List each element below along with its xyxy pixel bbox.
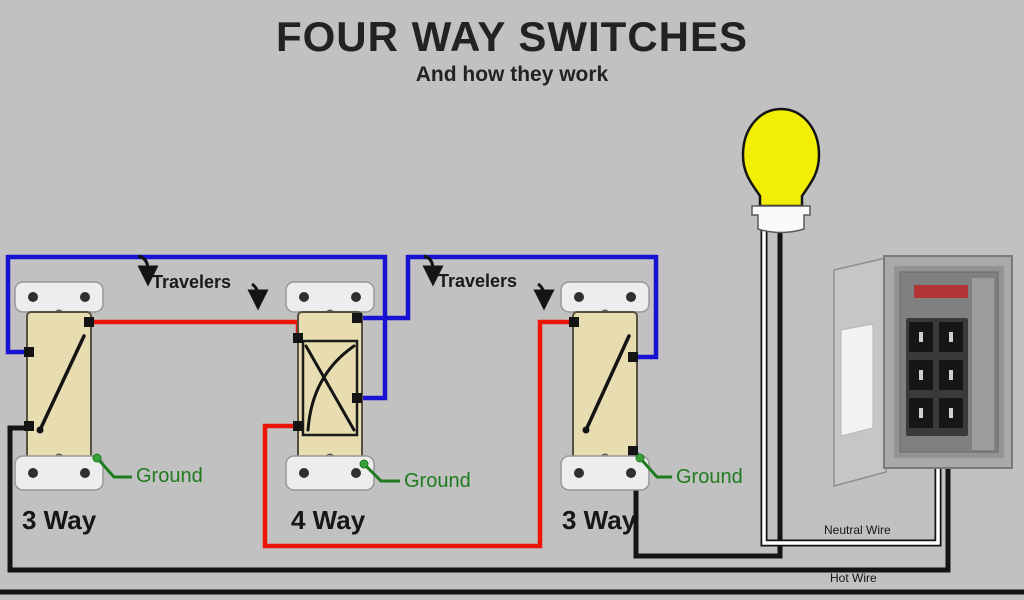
terminal-common	[84, 317, 94, 327]
switch-4way-middle	[285, 281, 375, 491]
breaker-toggle	[949, 332, 953, 342]
travelers-label-right: Travelers	[438, 271, 518, 291]
travelers-arrow	[137, 254, 159, 287]
traveler-wire-red-right	[262, 319, 572, 549]
switch-3way-left	[14, 281, 104, 491]
terminal-traveler	[569, 317, 579, 327]
hot-wire-path	[7, 425, 951, 573]
plate-screw	[28, 292, 38, 302]
panel-main-label	[914, 285, 968, 298]
traveler-wire-blue-right	[360, 254, 659, 360]
light-bulb	[741, 107, 821, 234]
plate-screw	[626, 468, 636, 478]
plate-screw	[28, 468, 38, 478]
switch-label-3way-left: 3 Way	[22, 505, 97, 535]
travelers-arrow	[422, 254, 444, 287]
switch-to-bulb-wire	[633, 228, 783, 559]
ground-label-right: Ground	[676, 466, 743, 488]
terminal-traveler	[24, 347, 34, 357]
bulb-glass	[741, 107, 821, 208]
hot-wire-label: Hot Wire	[830, 571, 877, 585]
switch-toggle-line	[38, 334, 86, 432]
switch-toggle-line	[584, 334, 631, 432]
breaker-toggle	[919, 332, 923, 342]
plate-screw	[299, 292, 309, 302]
diagram-title: FOUR WAY SWITCHES	[275, 13, 749, 60]
mounting-plate-bottom	[14, 455, 104, 491]
ground-lead-left	[95, 456, 132, 479]
travelers-arrow	[247, 282, 269, 311]
plate-screw	[574, 292, 584, 302]
breaker-toggle	[949, 370, 953, 380]
plate-screw	[351, 292, 361, 302]
plate-screw	[626, 292, 636, 302]
plate-screw	[80, 468, 90, 478]
bulb-base	[751, 205, 811, 234]
travelers-arrow	[533, 282, 555, 311]
terminal-traveler	[352, 393, 362, 403]
terminal-traveler	[352, 313, 362, 323]
ground-label-middle: Ground	[404, 470, 471, 492]
breaker-toggle	[919, 370, 923, 380]
panel-door-label-paper	[840, 323, 874, 437]
switch-3way-right	[560, 281, 650, 491]
ground-label-left: Ground	[136, 465, 203, 487]
switch-inner-box	[301, 339, 359, 437]
breaker-toggle	[919, 408, 923, 418]
panel-side-strip	[972, 278, 994, 450]
terminal-traveler	[628, 352, 638, 362]
breaker-toggle	[949, 408, 953, 418]
electrical-breaker-panel	[833, 255, 1013, 487]
plate-screw	[299, 468, 309, 478]
ground-screw	[92, 453, 102, 463]
travelers-label-left: Travelers	[152, 272, 232, 292]
ground-lead-middle	[362, 462, 400, 483]
plate-screw	[574, 468, 584, 478]
diagram-subtitle: And how they work	[415, 63, 609, 86]
terminal-traveler	[293, 333, 303, 343]
plate-screw	[351, 468, 361, 478]
neutral-wire-label: Neutral Wire	[824, 523, 891, 537]
terminal-traveler	[293, 421, 303, 431]
switch-cross-line	[306, 344, 356, 432]
ground-lead-right	[638, 456, 672, 479]
mounting-plate-bottom	[560, 455, 650, 491]
ground-screw	[359, 459, 369, 469]
switch-label-3way-right: 3 Way	[562, 505, 637, 535]
traveler-wire-red-left	[89, 319, 301, 338]
switch-pivot	[36, 426, 44, 434]
neutral-wire-core	[762, 228, 940, 545]
traveler-wire-blue-left	[5, 254, 388, 401]
switch-label-4way-middle: 4 Way	[291, 505, 366, 535]
terminal-common	[628, 446, 638, 456]
switch-pivot	[582, 426, 590, 434]
switch-cross-line	[304, 344, 356, 432]
ground-screw	[635, 453, 645, 463]
terminal-traveler	[24, 421, 34, 431]
plate-screw	[80, 292, 90, 302]
